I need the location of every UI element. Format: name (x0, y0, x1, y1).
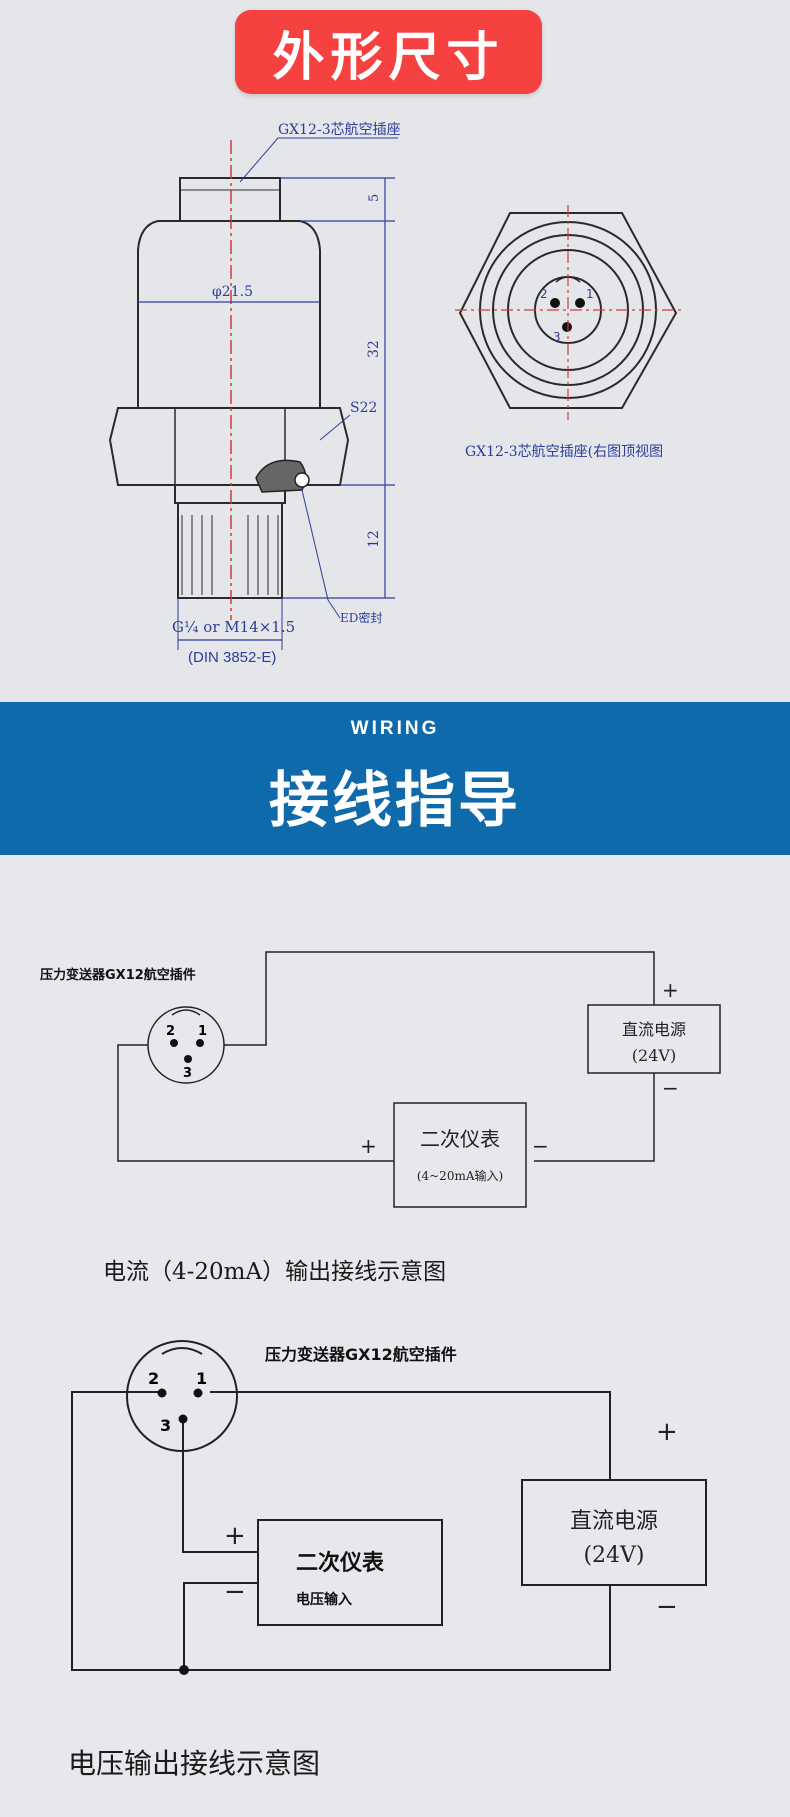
current-meter-input: (4~20mA输入) (417, 1168, 503, 1183)
banner-title: 接线指导 (269, 766, 521, 836)
svg-text:1: 1 (196, 1369, 207, 1388)
current-power-plus: + (662, 978, 679, 1002)
voltage-power-minus: − (656, 1592, 678, 1622)
svg-text:3: 3 (183, 1066, 192, 1081)
svg-text:2: 2 (540, 287, 548, 301)
dim-hex: S22 (350, 400, 377, 416)
dimension-drawing: GX12-3芯航空插座 5 32 12 φ21.5 S22 ED密封 G¼ or… (108, 122, 682, 666)
voltage-wiring-diagram: 压力变送器GX12航空插件 1 2 3 + − 直流电源 (24V) + − 二… (71, 1340, 707, 1675)
svg-text:2: 2 (148, 1369, 159, 1388)
dim-standard: (DIN 3852-E) (188, 649, 276, 666)
current-power-voltage: (24V) (632, 1046, 676, 1065)
wiring-banner (0, 702, 790, 855)
dim-seal: ED密封 (340, 610, 382, 625)
section-title-dimensions: 外形尺寸 (235, 10, 542, 94)
voltage-meter-input: 电压输入 (296, 1591, 352, 1608)
voltage-wiring-caption: 电压输出接线示意图 (68, 1747, 321, 1780)
svg-text:3: 3 (160, 1416, 171, 1435)
current-connector-label: 压力变送器GX12航空插件 (40, 967, 196, 983)
connector-stub (179, 177, 281, 222)
current-wiring-diagram: 压力变送器GX12航空插件 1 2 3 + − 直流电源 (24V) + − 二… (40, 951, 721, 1208)
voltage-meter-box (257, 1519, 443, 1626)
current-power-minus: − (662, 1076, 679, 1100)
top-pin-3 (562, 322, 572, 332)
banner-subtitle: WIRING (350, 718, 440, 739)
wiring-section (0, 855, 790, 1817)
voltage-meter-label: 二次仪表 (296, 1550, 385, 1576)
current-meter-label: 二次仪表 (420, 1127, 500, 1151)
voltage-power-label: 直流电源 (570, 1509, 658, 1534)
voltage-meter-minus: − (224, 1577, 246, 1607)
voltage-power-box (521, 1479, 707, 1586)
top-pin-1 (575, 298, 585, 308)
dimension-section (0, 0, 790, 700)
voltage-power-voltage: (24V) (583, 1543, 644, 1568)
dim-diameter: φ21.5 (212, 284, 253, 300)
dim-body-value: 32 (366, 340, 382, 358)
voltage-connector-label: 压力变送器GX12航空插件 (265, 1345, 457, 1364)
voltage-power-plus: + (656, 1417, 678, 1447)
current-meter-minus: − (532, 1134, 549, 1158)
current-power-label: 直流电源 (622, 1020, 686, 1039)
voltage-meter-plus: + (224, 1521, 246, 1551)
current-meter-plus: + (360, 1134, 377, 1158)
dim-top-value: 5 (367, 194, 382, 202)
svg-text:1: 1 (198, 1024, 207, 1039)
current-wiring-caption: 电流（4-20mA）输出接线示意图 (103, 1259, 447, 1285)
hex-nut (108, 407, 350, 486)
top-pin-2 (550, 298, 560, 308)
dim-bottom-value: 12 (366, 530, 382, 548)
dim-connector-label: GX12-3芯航空插座 (278, 122, 401, 138)
top-view-caption: GX12-3芯航空插座(右图顶视图 (465, 444, 663, 460)
thread-section (177, 502, 283, 599)
svg-text:1: 1 (586, 287, 594, 301)
dim-thread: G¼ or M14×1.5 (172, 618, 295, 636)
current-meter-box (393, 1102, 527, 1208)
sensor-body (137, 220, 321, 409)
svg-text:3: 3 (553, 330, 561, 344)
svg-text:2: 2 (166, 1024, 175, 1039)
